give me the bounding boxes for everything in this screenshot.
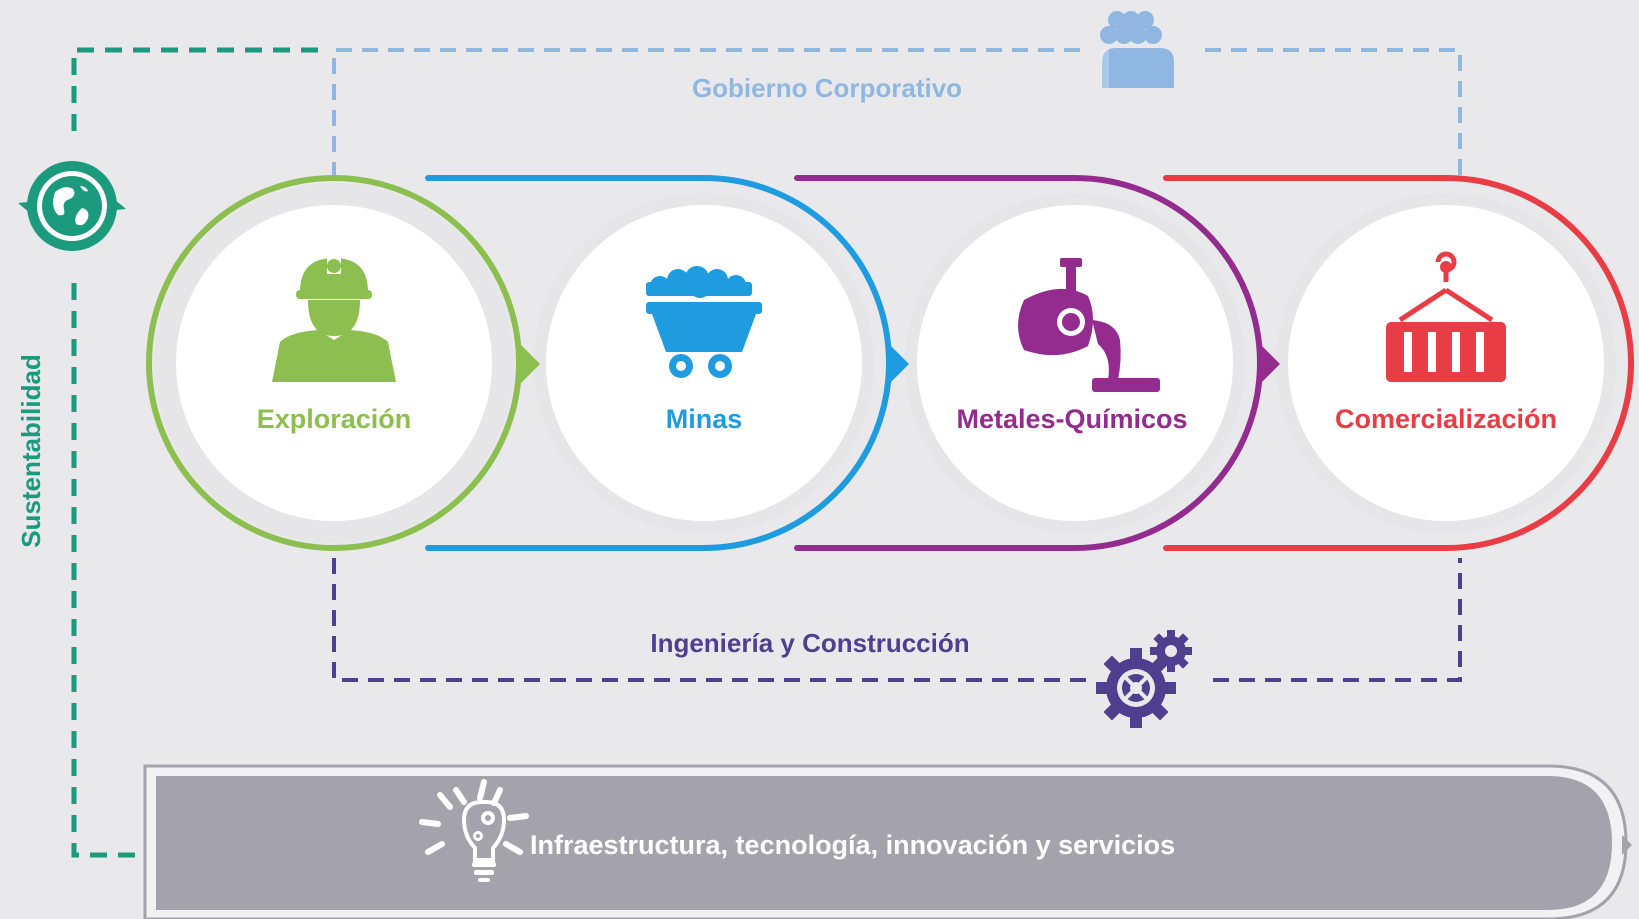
arrow-1 bbox=[520, 344, 540, 384]
stage-1-outline bbox=[146, 175, 522, 551]
stage-4-outline bbox=[1163, 175, 1634, 551]
shipping-container-icon bbox=[1386, 251, 1506, 382]
miner-icon bbox=[272, 258, 396, 382]
stage-label-minas: Minas bbox=[666, 404, 743, 434]
smelting-ladle-icon bbox=[1018, 258, 1160, 392]
governance-frame bbox=[332, 48, 1462, 180]
recycling-globe-icon bbox=[18, 161, 126, 251]
people-group-icon bbox=[1100, 11, 1174, 88]
arrow-3 bbox=[1260, 344, 1280, 384]
infrastructure-bar bbox=[143, 764, 1632, 919]
infrastructure-label: Infraestructura, tecnología, innovación … bbox=[530, 830, 1175, 860]
flow-arrows bbox=[520, 344, 1280, 384]
stage-label-comercializacion: Comercialización bbox=[1335, 404, 1557, 434]
governance-label: Gobierno Corporativo bbox=[692, 73, 962, 103]
engineering-frame bbox=[332, 558, 1462, 682]
stage-label-exploracion: Exploración bbox=[257, 404, 412, 434]
gears-icon bbox=[1096, 630, 1192, 728]
sustainability-label: Sustentabilidad bbox=[16, 354, 46, 548]
arrow-2 bbox=[889, 344, 909, 384]
mine-cart-icon bbox=[646, 266, 762, 378]
sustainability-frame bbox=[71, 47, 322, 858]
lightbulb-icon bbox=[419, 779, 529, 882]
engineering-label: Ingeniería y Construcción bbox=[650, 628, 969, 658]
stage-label-metales-quimicos: Metales-Químicos bbox=[956, 404, 1187, 434]
